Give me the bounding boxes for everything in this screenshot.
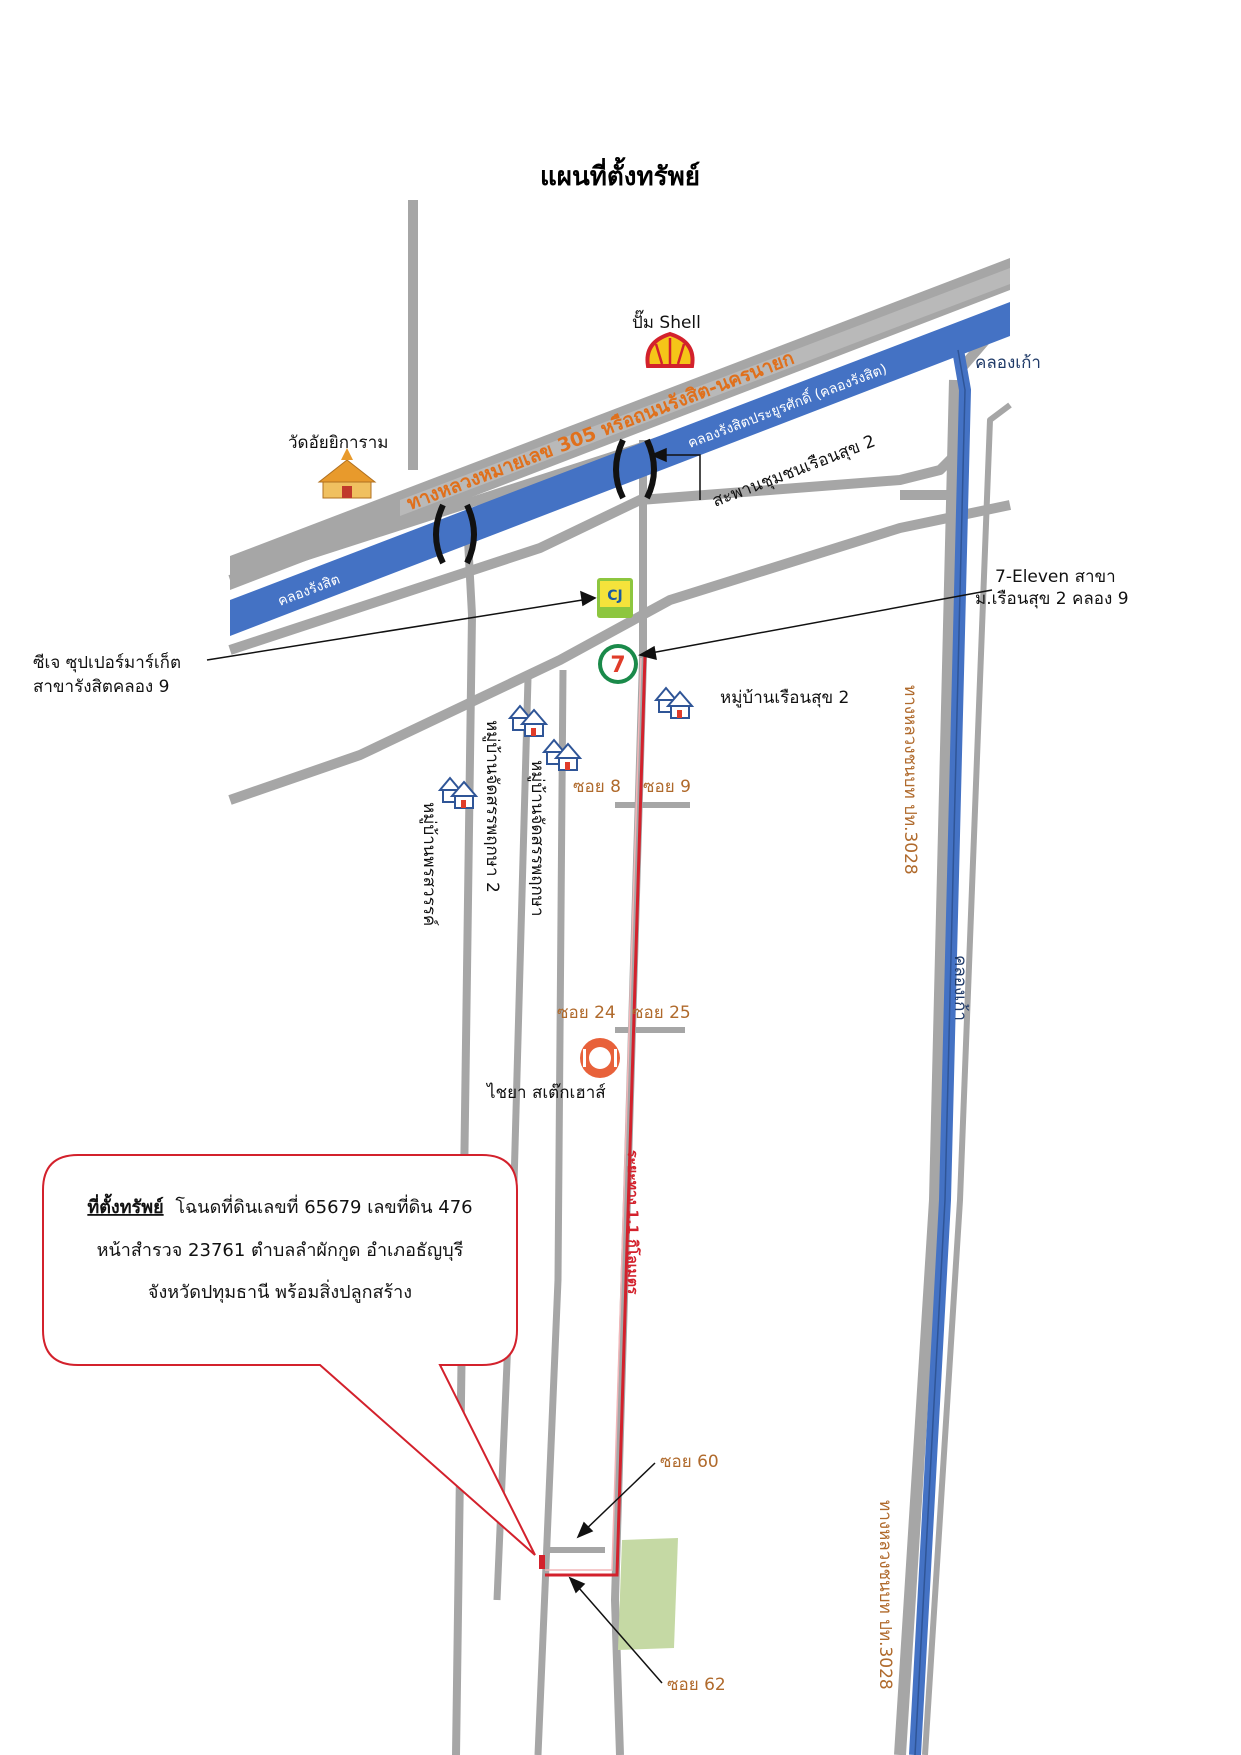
property-marker xyxy=(539,1555,545,1569)
village-pornsawan-label: หมู่บ้านพรสวรรค์ xyxy=(419,802,439,926)
soi-60-pointer-head xyxy=(576,1521,594,1539)
route-distance-label: ระยะทาง 1.1 กิโลเมตร xyxy=(624,1150,642,1295)
seven-eleven-label-line1: 7-Eleven สาขา xyxy=(995,567,1116,587)
road-jadsan xyxy=(534,669,567,1755)
seven-eleven-pointer xyxy=(639,589,993,656)
canal-rangsit xyxy=(230,302,1010,636)
canal-khlong-kao-edge xyxy=(914,349,966,1755)
seven-eleven-label-line2: ม.เรือนสุข 2 คลอง 9 xyxy=(975,589,1129,609)
soi-8-label: ซอย 8 xyxy=(573,777,621,797)
bridge-pointer xyxy=(652,454,701,500)
pointer-arrows xyxy=(206,447,993,1684)
house-cluster-icon xyxy=(507,704,549,737)
steakhouse-label: ไชยา สเต๊กเฮาส์ xyxy=(485,1082,606,1103)
svg-text:CJ: CJ xyxy=(607,588,622,604)
pt3028-lower-label: ทางหลวงชนบท ปท.3028 xyxy=(875,1500,895,1690)
road-pt3028-edge xyxy=(922,402,1012,1755)
road-frontage-south xyxy=(228,446,964,655)
cj-express-logo-icon: CJ xyxy=(597,578,633,618)
svg-text:ที่ตั้งทรัพย์ โฉนดที่ดิน: ที่ตั้งทรัพย์ โฉนดที่ดินเลขที่ 65679 เลข… xyxy=(87,1193,472,1218)
road-network xyxy=(228,200,1012,1755)
seven-eleven-pointer-head xyxy=(638,645,657,661)
highway-305-light-band xyxy=(400,268,1010,516)
route-line xyxy=(545,654,647,1577)
property-plot xyxy=(618,1538,678,1650)
soi-62-label: ซอย 62 xyxy=(667,1675,726,1695)
soi-9-label: ซอย 9 xyxy=(643,777,691,797)
house-cluster-icon xyxy=(541,738,583,771)
soi-62-pointer xyxy=(571,1579,663,1684)
pt3028-upper-label: ทางหลวงชนบท ปท.3028 xyxy=(900,685,920,875)
seven-eleven-logo-icon: 7 xyxy=(598,644,638,684)
map-title: แผนที่ตั้งทรัพย์ xyxy=(540,156,700,192)
bridge-pointer-head xyxy=(650,447,667,463)
shell-label: ปั๊ม Shell xyxy=(632,309,701,333)
road-pt3028 xyxy=(894,379,961,1755)
bridge-west xyxy=(433,503,477,565)
canal-khlong-kao-top-label: คลองเก้า xyxy=(975,353,1041,373)
callout-heading: ที่ตั้งทรัพย์ xyxy=(87,1193,163,1218)
house-cluster-icon xyxy=(437,776,479,809)
property-callout: ที่ตั้งทรัพย์ โฉนดที่ดินเลขที่ 65679 เลข… xyxy=(42,1154,536,1556)
soi-24-label: ซอย 24 xyxy=(557,1003,616,1023)
soi-60-label: ซอย 60 xyxy=(660,1452,719,1472)
cj-label-line2: สาขารังสิตคลอง 9 xyxy=(33,677,169,697)
shell-logo-icon xyxy=(645,331,695,368)
callout-bubble xyxy=(42,1154,536,1556)
temple-icon xyxy=(317,448,377,499)
road-main-soi xyxy=(611,440,647,1755)
village-jadsan-label: หมู่บ้านจัดสรรพฤกษา xyxy=(527,760,547,917)
canal-khlong-kao-side-label: คลองเก้า xyxy=(950,955,970,1021)
callout-line1: โฉนดที่ดินเลขที่ 65679 เลขที่ดิน 476 xyxy=(175,1194,472,1218)
road-diagonal-seven-eleven xyxy=(228,500,1012,805)
soi-60-pointer xyxy=(579,1462,656,1536)
village-jadsan-2-label: หมู่บ้านจัดสรรพฤกษา 2 xyxy=(482,720,502,893)
temple-label: วัดอัยยิการาม xyxy=(288,433,388,453)
bridge-label: สะพานชุมชนเรือนสุข 2 xyxy=(710,431,879,511)
restaurant-plate-icon xyxy=(580,1038,620,1078)
soi-25-label: ซอย 25 xyxy=(632,1003,691,1023)
village-ruensuk-label: หมู่บ้านเรือนสุข 2 xyxy=(720,688,849,708)
cj-pointer xyxy=(206,597,596,661)
cj-pointer-head xyxy=(580,590,597,607)
route-line-inner xyxy=(545,657,642,1571)
callout-line3: จังหวัดปทุมธานี พร้อมสิ่งปลูกสร้าง xyxy=(148,1279,412,1303)
house-cluster-icon xyxy=(653,686,695,719)
soi-62-pointer-head xyxy=(568,1576,586,1594)
svg-text:7: 7 xyxy=(610,653,625,678)
bridge-ruensuk-2 xyxy=(613,438,657,500)
road-pornsawan xyxy=(452,539,476,1755)
cj-label-line1: ซีเจ ซุปเปอร์มาร์เก็ต xyxy=(33,651,181,673)
callout-line2: หน้าสำรวจ 23761 ตำบลลำผักกูด อำเภอธัญบุร… xyxy=(97,1240,464,1261)
